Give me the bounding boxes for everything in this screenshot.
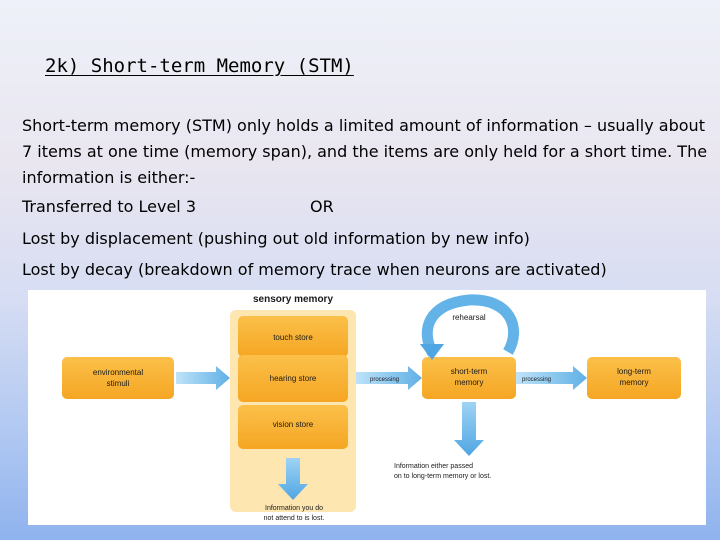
hearing-store-box — [238, 355, 348, 402]
option-decay: Lost by decay (breakdown of memory trace… — [22, 260, 607, 279]
processing-label-left: processing — [370, 377, 399, 383]
not-attend-line2: not attend to is lost. — [264, 515, 325, 522]
environmental-stimuli-line2: stimuli — [107, 379, 130, 388]
slide-title: 2k) Short-term Memory (STM) — [45, 55, 354, 77]
not-attend-line1: Information you do — [265, 505, 323, 512]
processing-label-right: processing — [522, 377, 551, 383]
arrow-right-icon — [516, 366, 587, 390]
short-term-memory-box — [422, 357, 516, 399]
rehearsal-label: rehearsal — [452, 313, 486, 322]
hearing-store-label: hearing store — [270, 374, 317, 383]
long-term-memory-line2: memory — [620, 378, 649, 387]
option-or: OR — [310, 197, 334, 216]
arrow-right-icon — [356, 366, 422, 390]
environmental-stimuli-line1: environmental — [93, 368, 143, 377]
touch-store-label: touch store — [273, 333, 313, 342]
stm-description: Short-term memory (STM) only holds a lim… — [22, 116, 708, 187]
vision-store-label: vision store — [273, 420, 314, 429]
rehearsal-arrowhead-icon — [420, 344, 444, 360]
short-term-memory-line1: short-term — [451, 367, 488, 376]
touch-store-box — [238, 316, 348, 357]
long-term-memory-box — [587, 357, 681, 399]
environmental-stimuli-box — [62, 357, 174, 399]
arrow-right-icon — [176, 366, 230, 390]
arrow-down-icon — [454, 402, 484, 456]
rehearsal-loop-icon — [421, 294, 520, 357]
option-displacement: Lost by displacement (pushing out old in… — [22, 229, 530, 248]
vision-store-box — [238, 405, 348, 449]
sensory-memory-title: sensory memory — [253, 294, 333, 305]
long-term-memory-line1: long-term — [617, 367, 651, 376]
short-term-memory-line2: memory — [455, 378, 484, 387]
memory-model-diagram: sensory memory touch store hearing store… — [28, 290, 706, 525]
arrow-down-icon — [278, 458, 308, 500]
option-transfer: Transferred to Level 3 — [22, 197, 197, 216]
info-passed-line1: Information either passed — [394, 463, 473, 470]
info-passed-line2: on to long-term memory or lost. — [394, 473, 491, 480]
